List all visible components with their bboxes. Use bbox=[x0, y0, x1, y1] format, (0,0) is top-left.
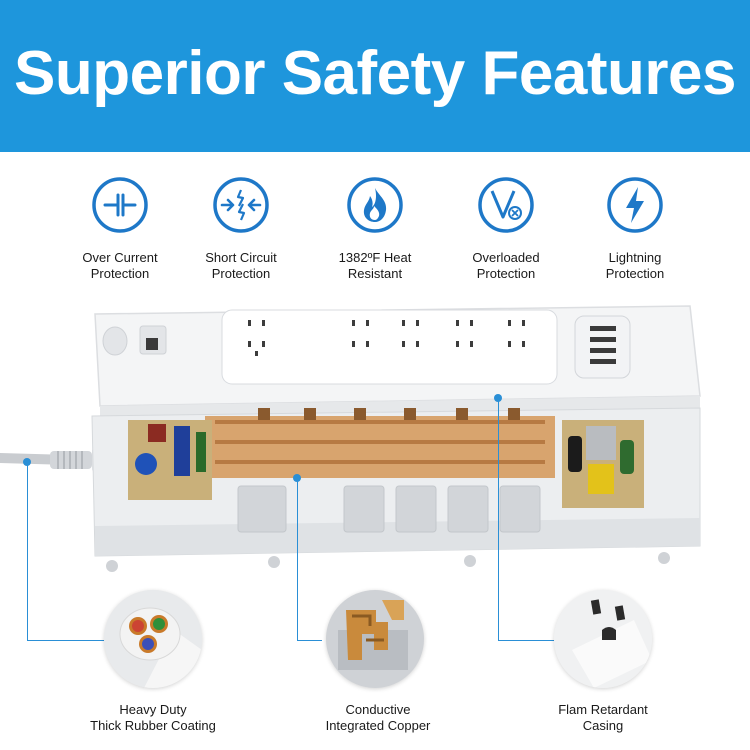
over-current-icon bbox=[92, 177, 148, 233]
feature-label: Lightning bbox=[608, 250, 662, 265]
feature-label: Protection bbox=[605, 266, 665, 281]
detail-cable bbox=[104, 590, 202, 688]
detail-label-line: Casing bbox=[582, 718, 624, 733]
detail-copper bbox=[326, 590, 424, 688]
cable-icon bbox=[104, 590, 202, 688]
feature-label: Resistant bbox=[347, 266, 403, 281]
feature-label: Over Current bbox=[82, 250, 158, 265]
detail-label-line: Thick Rubber Coating bbox=[90, 718, 216, 733]
copper-icon bbox=[326, 590, 424, 688]
feature-label: Protection bbox=[211, 266, 271, 281]
callout-line-casing bbox=[498, 398, 561, 641]
feature-label: Overloaded bbox=[472, 250, 540, 265]
detail-label-line: Heavy Duty bbox=[119, 702, 187, 717]
callout-line-copper bbox=[297, 478, 322, 641]
detail-label-line: Conductive bbox=[345, 702, 411, 717]
header-banner: Superior Safety Features bbox=[0, 0, 750, 152]
outlet-icon bbox=[554, 590, 652, 688]
detail-label-line: Integrated Copper bbox=[325, 718, 431, 733]
callout-line-cable bbox=[27, 462, 108, 641]
short-circuit-icon bbox=[213, 177, 269, 233]
callout-dot-copper bbox=[293, 474, 301, 482]
feature-label: Short Circuit bbox=[205, 250, 277, 265]
feature-label: Protection bbox=[476, 266, 536, 281]
flame-icon bbox=[347, 177, 403, 233]
callout-dot-casing bbox=[494, 394, 502, 402]
page-title: Superior Safety Features bbox=[14, 39, 736, 108]
callout-dot-cable bbox=[23, 458, 31, 466]
detail-outlet bbox=[554, 590, 652, 688]
overload-icon bbox=[478, 177, 534, 233]
detail-label-line: Flam Retardant bbox=[558, 702, 648, 717]
power-strip-illustration bbox=[0, 305, 701, 572]
feature-label: 1382ºF Heat bbox=[338, 250, 412, 265]
feature-label: Protection bbox=[90, 266, 150, 281]
lightning-icon bbox=[607, 177, 663, 233]
